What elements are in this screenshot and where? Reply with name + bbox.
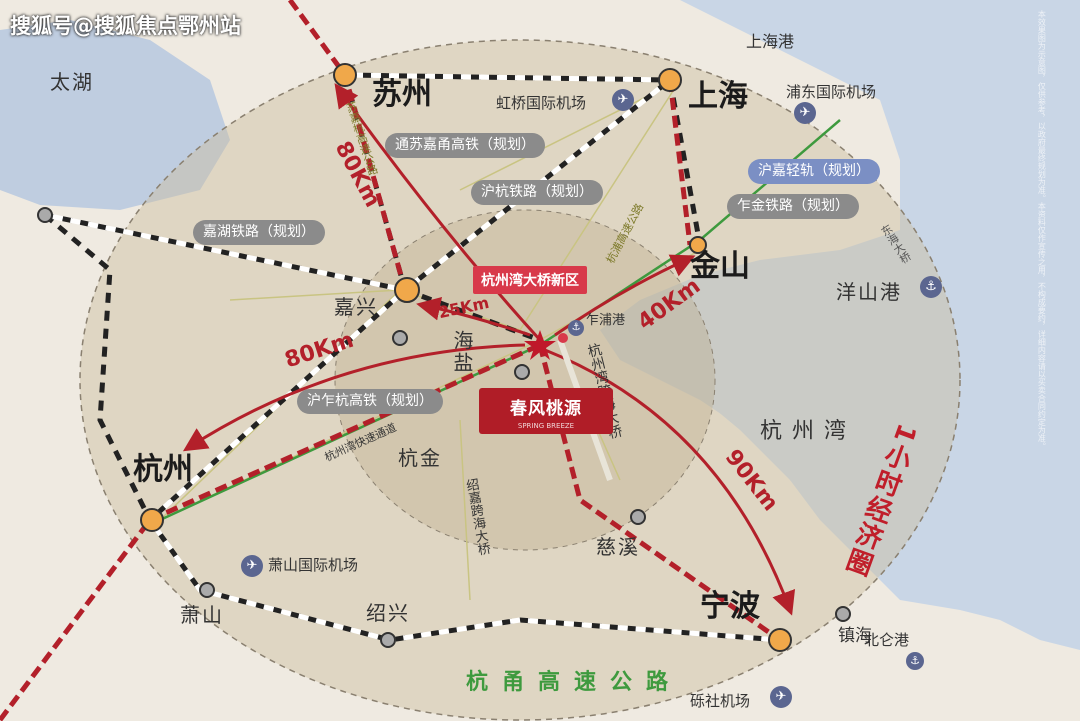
distance-arrows <box>182 83 796 616</box>
hujia-light-rail-pill: 沪嘉轻轨（规划） <box>748 159 880 184</box>
hangyong-highway-label: 杭甬高速公路 <box>466 670 683 695</box>
lishe-airport-label: 砾社机场 <box>690 692 751 710</box>
project-name: 春风桃源 <box>510 399 582 419</box>
city-ningbo: 宁波 <box>700 589 760 624</box>
anchor-icon: ⚓ <box>568 320 584 336</box>
taihu-lake <box>0 20 230 210</box>
city-nodes <box>37 63 851 652</box>
city-xiaoshan: 萧山 <box>180 603 224 627</box>
project-star-icon <box>524 330 556 360</box>
zhapu-port-label: 乍浦港 <box>586 313 626 328</box>
airplane-icon: ✈ <box>770 686 792 708</box>
project-subtitle: SPRING BREEZE <box>517 422 575 430</box>
airplane-icon: ✈ <box>612 89 634 111</box>
disclaimer-text: 本效果图为示意图，仅供参考，以政府最终规划为准。本资料仅作宣传之用，不构成要约，… <box>1037 10 1047 450</box>
project-pin <box>558 333 568 343</box>
pudong-airport-label: 浦东国际机场 <box>786 83 877 101</box>
project-area-badge: 杭州湾大桥新区 <box>473 266 587 294</box>
zhajin-rail-pill: 乍金铁路（规划） <box>727 194 859 219</box>
city-shaoxing: 绍兴 <box>366 601 410 625</box>
tongsu-rail-pill: 通苏嘉甬高铁（规划） <box>385 133 545 158</box>
taihu-label: 太湖 <box>50 70 94 94</box>
hangzhou-bay-label: 杭州湾 <box>760 419 857 444</box>
project-logo: 春风桃源 SPRING BREEZE <box>479 388 613 434</box>
jiahu-rail-pill: 嘉湖铁路（规划） <box>193 220 325 245</box>
city-suzhou: 苏州 <box>372 77 432 112</box>
anchor-icon: ⚓ <box>906 652 924 670</box>
city-haiyan: 海盐 <box>450 330 474 374</box>
anchor-icon: ⚓ <box>920 276 942 298</box>
bay-water <box>600 240 1080 640</box>
xiaoshan-airport-label: 萧山国际机场 <box>268 556 359 574</box>
huzhahang-rail-pill: 沪乍杭高铁（规划） <box>297 389 443 414</box>
city-zhenhai: 镇海 <box>838 626 872 646</box>
city-hangjin: 杭金 <box>398 446 442 470</box>
city-jiaxing: 嘉兴 <box>334 295 378 319</box>
city-jinshan: 金山 <box>690 249 750 284</box>
city-shanghai: 上海 <box>688 79 748 114</box>
city-cixi: 慈溪 <box>596 535 640 559</box>
beilun-port-label: 北仑港 <box>864 631 910 649</box>
yangshan-port-label: 洋山港 <box>836 280 902 304</box>
huhang-rail-pill: 沪杭铁路（规划） <box>471 180 603 205</box>
hongqiao-airport-label: 虹桥国际机场 <box>496 94 587 112</box>
city-hangzhou: 杭州 <box>133 452 193 487</box>
watermark: 搜狐号@搜狐焦点鄂州站 <box>10 14 241 38</box>
airplane-icon: ✈ <box>794 102 816 124</box>
inner-circle <box>334 209 716 551</box>
airplane-icon: ✈ <box>241 555 263 577</box>
shanghai-port-label: 上海港 <box>746 32 795 51</box>
